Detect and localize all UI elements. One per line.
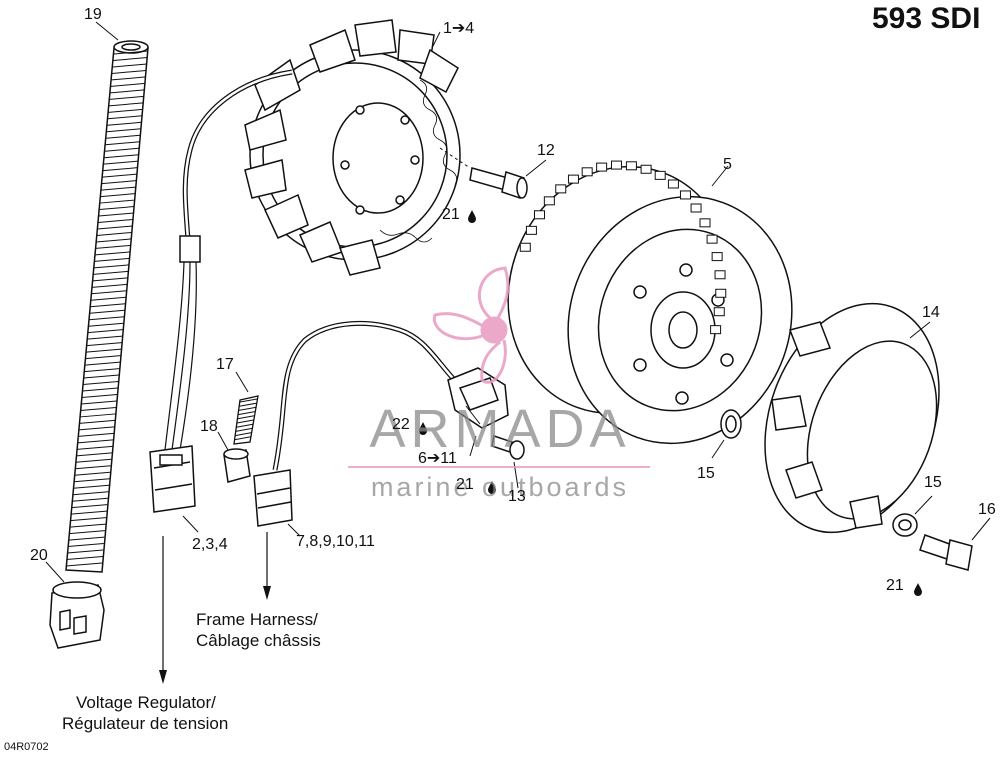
callout-19: 19 <box>84 6 102 23</box>
voltage-regulator-caption-fr: Régulateur de tension <box>62 714 229 733</box>
watermark-brand: ARMADA <box>369 399 631 459</box>
watermark-divider <box>348 466 650 468</box>
sensor-connector <box>253 469 293 527</box>
magnet-block <box>533 210 545 220</box>
magnet-block <box>706 234 718 244</box>
callout-1-4: 1➔4 <box>443 20 475 37</box>
callout-18: 18 <box>200 418 218 435</box>
washer-15a <box>720 409 742 439</box>
callout-5: 5 <box>723 156 732 173</box>
callout-21-a: 21 <box>442 206 460 223</box>
magnet-block <box>667 179 679 189</box>
frame-harness-caption-en: Frame Harness/ <box>196 610 318 629</box>
magnet-block <box>555 184 567 194</box>
magnet-block <box>610 160 622 170</box>
watermark-tagline: marine outboards <box>370 472 630 502</box>
callout-22: 22 <box>392 416 410 433</box>
magnet-block <box>596 162 608 172</box>
screw-13 <box>491 435 525 460</box>
callout-15-b: 15 <box>924 474 942 491</box>
callout-16: 16 <box>978 501 996 518</box>
callout-13: 13 <box>508 488 526 505</box>
callout-14: 14 <box>922 304 940 321</box>
callout-12: 12 <box>537 142 555 159</box>
callout-21-c: 21 <box>886 577 904 594</box>
frame-harness-caption-fr: Câblage châssis <box>196 631 321 650</box>
flywheel-magnets <box>519 160 727 335</box>
magnet-block <box>710 325 722 335</box>
magnet-block <box>715 288 727 298</box>
reference-code: 04R0702 <box>4 741 49 753</box>
magnet-block <box>567 174 579 184</box>
callout-2-4: 2,3,4 <box>192 536 228 553</box>
trigger-sensor <box>447 367 509 429</box>
magnet-block <box>690 203 702 213</box>
flywheel <box>507 165 793 445</box>
magnet-block <box>640 164 652 174</box>
magnet-block <box>679 190 691 200</box>
stator-windings <box>379 79 458 243</box>
voltage-regulator-caption-en: Voltage Regulator/ <box>76 693 216 712</box>
callout-6-11: 6➔11 <box>418 450 457 467</box>
magnet-block <box>711 252 723 262</box>
magnet-block <box>519 242 531 252</box>
watermark-logo-icon <box>432 266 510 384</box>
callout-15-a: 15 <box>697 465 715 482</box>
callout-20: 20 <box>30 547 48 564</box>
conduit-clip <box>49 581 105 649</box>
wire-clip <box>223 448 251 483</box>
callout-17: 17 <box>216 356 234 373</box>
callout-21-b: 21 <box>456 476 474 493</box>
oil-drop-icon <box>468 210 476 223</box>
callout-7-11: 7,8,9,10,11 <box>296 533 375 550</box>
bolt-12 <box>469 167 528 199</box>
magnet-block <box>625 161 637 171</box>
magnet-block <box>654 170 666 180</box>
magnet-block <box>525 225 537 235</box>
magnet-block <box>714 270 726 280</box>
magnet-block <box>713 307 725 317</box>
bolt-16 <box>919 534 973 571</box>
page-title: 593 SDI <box>872 2 981 35</box>
magnet-block <box>543 196 555 206</box>
conduit-tube <box>65 40 149 573</box>
trigger-ring <box>764 302 940 534</box>
stator <box>244 19 461 276</box>
oil-drop-icon <box>914 583 922 596</box>
regulator-connector <box>149 445 196 513</box>
magnet-block <box>581 167 593 177</box>
washer-15b <box>892 513 918 537</box>
magnet-block <box>699 218 711 228</box>
